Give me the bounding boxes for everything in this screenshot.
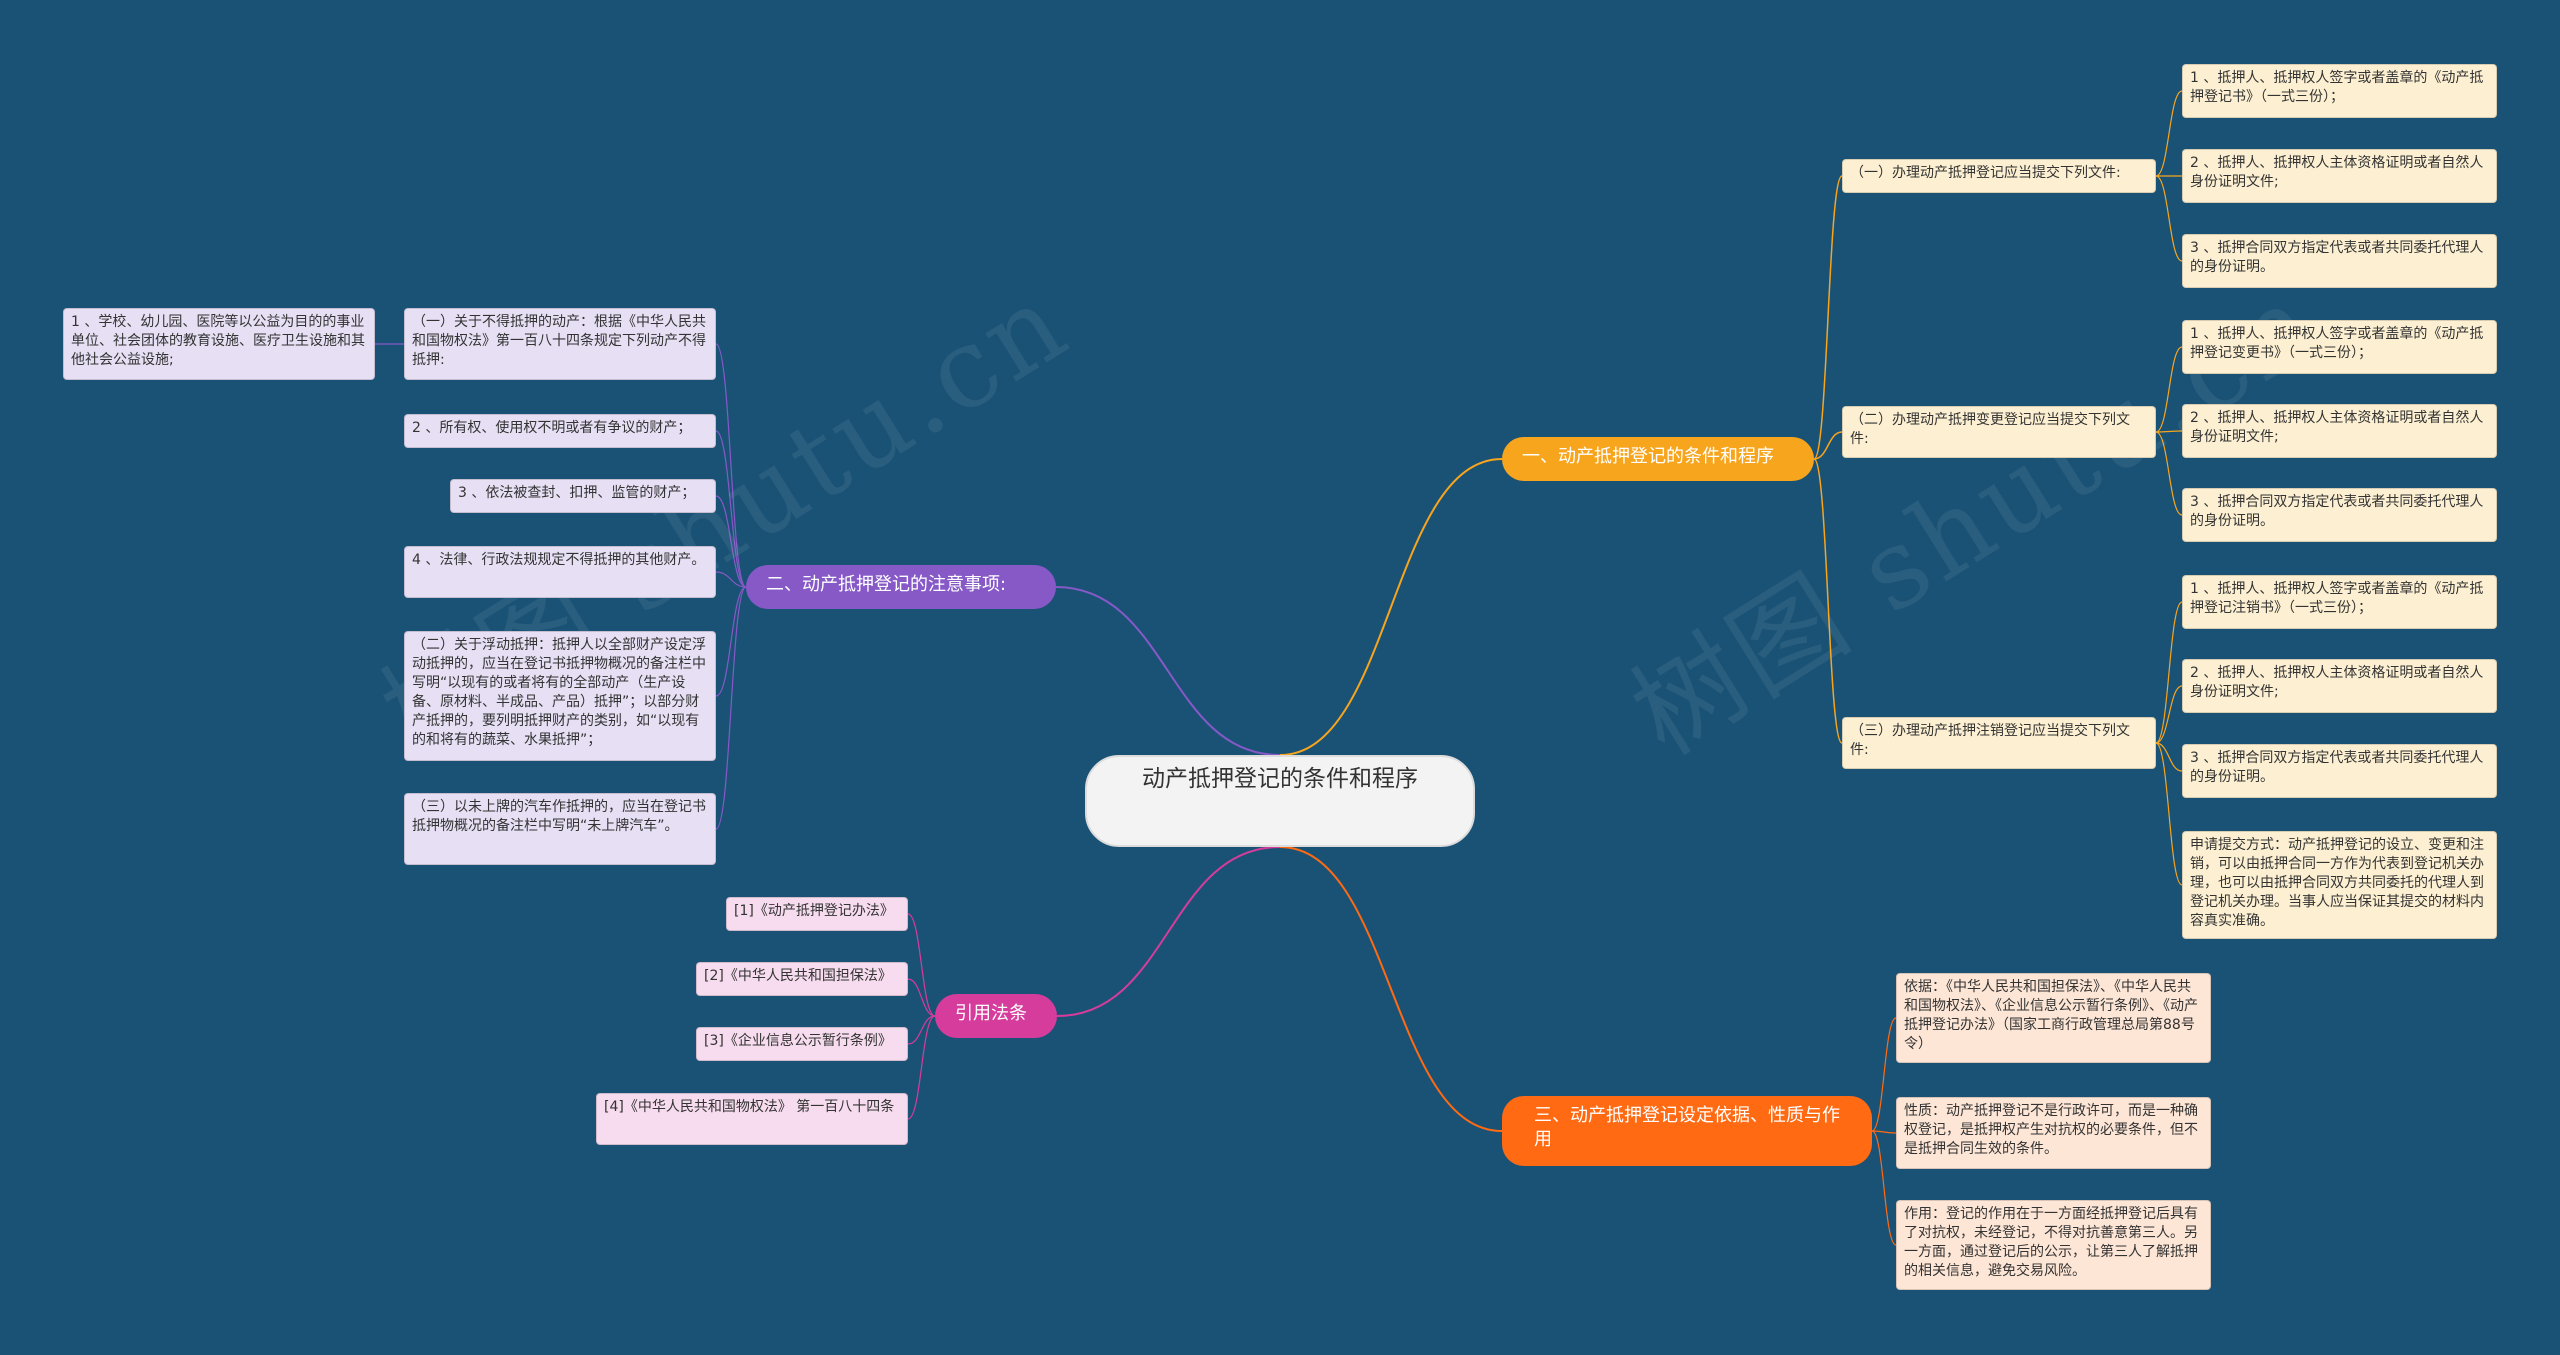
connector-line [2155, 601, 2183, 744]
leaf-function[interactable]: 作用：登记的作用在于一方面经抵押登记后具有了对抗权，未经登记，不得对抗善意第三人… [1896, 1200, 2211, 1290]
connector-line [2155, 685, 2183, 744]
subtopic-cancel-docs[interactable]: （三）办理动产抵押注销登记应当提交下列文件: [1842, 717, 2156, 769]
note-public-facilities[interactable]: 1 、学校、幼儿园、医院等以公益为目的的事业单位、社会团体的教育设施、医疗卫生设… [63, 308, 375, 380]
note-unplated-car[interactable]: （三）以未上牌的汽车作抵押的，应当在登记书抵押物概况的备注栏中写明“未上牌汽车”… [404, 793, 716, 865]
branch-label: 一、动产抵押登记的条件和程序 [1522, 446, 1774, 467]
connector-line [1813, 431, 1843, 460]
note-item[interactable]: 4 、法律、行政法规规定不得抵押的其他财产。 [404, 546, 716, 598]
note-item[interactable]: 2 、所有权、使用权不明或者有争议的财产； [404, 414, 716, 448]
connector-line [907, 913, 936, 1017]
connector-line [2155, 346, 2183, 433]
note-floating-mortgage[interactable]: （二）关于浮动抵押：抵押人以全部财产设定浮动抵押的，应当在登记书抵押物概况的备注… [404, 631, 716, 761]
leaf-nature[interactable]: 性质：动产抵押登记不是行政许可，而是一种确权登记，是抵押权产生对抗权的必要条件，… [1896, 1097, 2211, 1169]
leaf-item[interactable]: 2 、抵押人、抵押权人主体资格证明或者自然人身份证明文件; [2182, 149, 2497, 203]
note-non-mortgageable[interactable]: （一）关于不得抵押的动产：根据《中华人民共和国物权法》第一百八十四条规定下列动产… [404, 308, 716, 380]
branch-notes[interactable]: 二、动产抵押登记的注意事项: [746, 565, 1056, 609]
branch-label: 二、动产抵押登记的注意事项: [766, 574, 1007, 595]
connector-line [1056, 846, 1281, 1017]
leaf-item[interactable]: 3 、抵押合同双方指定代表或者共同委托代理人的身份证明。 [2182, 234, 2497, 288]
leaf-item[interactable]: 1 、抵押人、抵押权人签字或者盖章的《动产抵押登记注销书》（一式三份）； [2182, 575, 2497, 629]
leaf-item[interactable]: 3 、抵押合同双方指定代表或者共同委托代理人的身份证明。 [2182, 744, 2497, 798]
connector-line [2155, 431, 2183, 516]
branch-conditions[interactable]: 一、动产抵押登记的条件和程序 [1502, 437, 1814, 481]
reference-item[interactable]: [4]《中华人民共和国物权法》 第一百八十四条 [596, 1093, 908, 1145]
connector-line [2155, 175, 2183, 262]
connector-line [1279, 458, 1503, 756]
note-item[interactable]: 3 、依法被查封、扣押、监管的财产； [450, 479, 716, 513]
reference-item[interactable]: [3]《企业信息公示暂行条例》 [696, 1027, 908, 1061]
branch-basis[interactable]: 三、动产抵押登记设定依据、性质与作用 [1502, 1096, 1872, 1166]
connector-line [2155, 430, 2183, 433]
connector-line [1871, 1130, 1897, 1134]
root-topic[interactable]: 动产抵押登记的条件和程序 [1085, 755, 1475, 847]
connector-line [1871, 1017, 1897, 1132]
connector-line [1813, 175, 1843, 460]
branch-label: 三、动产抵押登记设定依据、性质与作用 [1534, 1105, 1840, 1150]
connector-line [715, 430, 747, 588]
connector-line [2155, 90, 2183, 177]
connector-line [715, 495, 747, 588]
connector-line [1055, 586, 1281, 756]
subtopic-change-docs[interactable]: （二）办理动产抵押变更登记应当提交下列文件: [1842, 406, 2156, 458]
leaf-submission-method[interactable]: 申请提交方式：动产抵押登记的设立、变更和注销，可以由抵押合同一方作为代表到登记机… [2182, 831, 2497, 939]
connector-line [907, 978, 936, 1017]
connector-line [1279, 846, 1503, 1132]
reference-item[interactable]: [1]《动产抵押登记办法》 [726, 897, 908, 931]
connector-line [1813, 458, 1843, 744]
leaf-item[interactable]: 2 、抵押人、抵押权人主体资格证明或者自然人身份证明文件; [2182, 659, 2497, 713]
connector-line [2155, 742, 2183, 886]
root-topic-label: 动产抵押登记的条件和程序 [1142, 766, 1418, 792]
connector-line [715, 343, 747, 588]
connector-line [715, 586, 747, 697]
reference-item[interactable]: [2]《中华人民共和国担保法》 [696, 962, 908, 996]
subtopic-register-docs[interactable]: （一）办理动产抵押登记应当提交下列文件: [1842, 159, 2156, 193]
connector-line [907, 1015, 936, 1045]
leaf-item[interactable]: 2 、抵押人、抵押权人主体资格证明或者自然人身份证明文件; [2182, 404, 2497, 458]
connector-line [907, 1015, 936, 1120]
connector-line [1871, 1130, 1897, 1246]
connector-line [2155, 742, 2183, 772]
leaf-basis[interactable]: 依据：《中华人民共和国担保法》、《中华人民共和国物权法》、《企业信息公示暂行条例… [1896, 973, 2211, 1063]
leaf-item[interactable]: 1 、抵押人、抵押权人签字或者盖章的《动产抵押登记变更书》（一式三份）； [2182, 320, 2497, 374]
branch-references[interactable]: 引用法条 [935, 994, 1057, 1038]
branch-label: 引用法条 [955, 1003, 1027, 1024]
leaf-item[interactable]: 1 、抵押人、抵押权人签字或者盖章的《动产抵押登记书》（一式三份）； [2182, 64, 2497, 118]
connector-line [715, 586, 747, 830]
leaf-item[interactable]: 3 、抵押合同双方指定代表或者共同委托代理人的身份证明。 [2182, 488, 2497, 542]
connector-line [715, 571, 747, 588]
